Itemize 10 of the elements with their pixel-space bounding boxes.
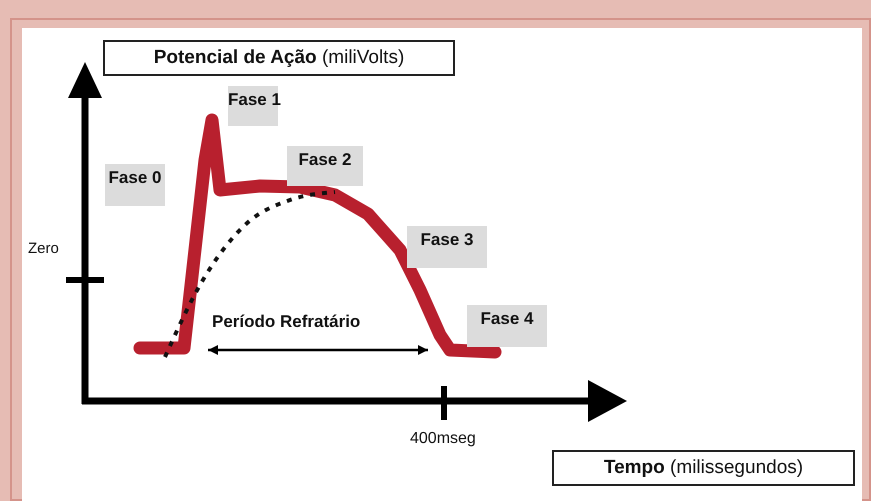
dimension-label: Período Refratário bbox=[212, 312, 360, 332]
phase-label: Fase 4 bbox=[467, 305, 547, 347]
phase-label: Fase 3 bbox=[407, 226, 487, 268]
phase-label: Fase 1 bbox=[228, 86, 278, 126]
axis-value-label: 400mseg bbox=[410, 430, 476, 448]
phase-label: Fase 0 bbox=[105, 164, 165, 206]
axis-title-box: Potencial de Ação (miliVolts) bbox=[103, 40, 455, 76]
axis-title-box: Tempo (milissegundos) bbox=[552, 450, 855, 486]
axis-value-label: Zero bbox=[28, 240, 59, 257]
phase-label: Fase 2 bbox=[287, 146, 363, 186]
